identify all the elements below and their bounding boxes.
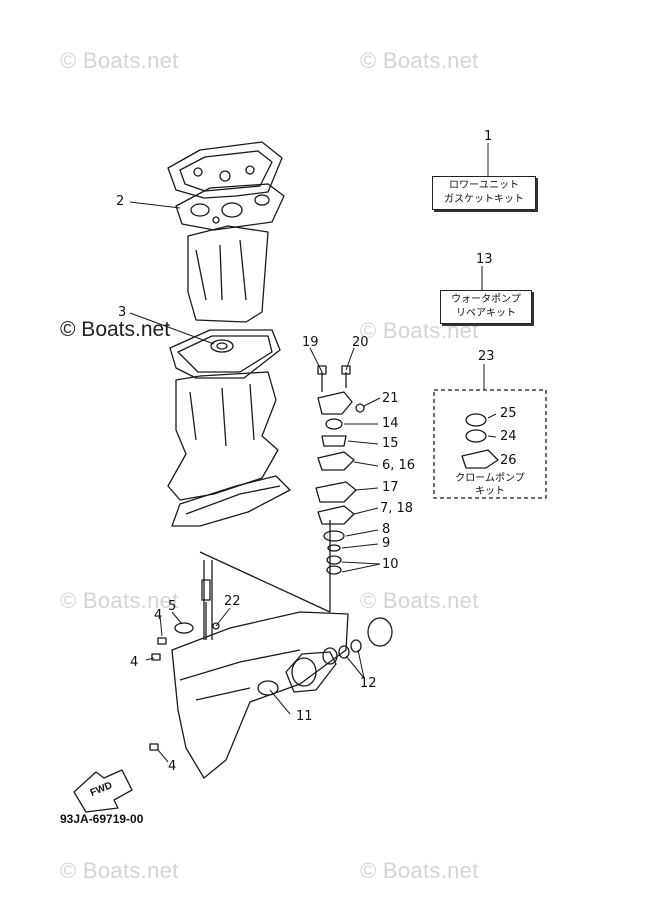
callout-23: 23 xyxy=(478,349,495,364)
fwd-arrow xyxy=(73,769,133,813)
callout-10: 10 xyxy=(382,557,399,572)
callout-20: 20 xyxy=(352,335,369,350)
leader-lines xyxy=(129,143,497,763)
callout-15: 15 xyxy=(382,436,399,451)
water-pump-kit-line1: ウォータポンプ xyxy=(451,294,521,305)
chrome-pump-kit-line2: キット xyxy=(475,486,505,497)
callout-13: 13 xyxy=(476,252,493,267)
callout-5: 5 xyxy=(168,599,177,614)
watermark: © Boats.net xyxy=(360,588,479,613)
watermark: © Boats.net xyxy=(60,48,179,73)
watermark: © Boats.net xyxy=(60,858,179,883)
watermark: © Boats.net xyxy=(360,48,479,73)
callout-26: 26 xyxy=(500,453,517,468)
watermark: © Boats.net xyxy=(360,858,479,883)
callout-17: 17 xyxy=(382,480,399,495)
watermark: © Boats.net xyxy=(60,588,179,613)
gear-case xyxy=(171,560,349,779)
chrome-pump-kit-box xyxy=(433,389,547,499)
callout-7-18: 7, 18 xyxy=(380,501,414,516)
callout-19: 19 xyxy=(302,335,319,350)
callout-8: 8 xyxy=(382,522,391,537)
callout-12: 12 xyxy=(360,676,377,691)
water-pump-stack xyxy=(315,365,365,575)
callout-6-16: 6, 16 xyxy=(382,458,416,473)
upper-gasket-plate xyxy=(167,141,283,199)
callout-21: 21 xyxy=(382,391,399,406)
callout-2: 2 xyxy=(116,194,125,209)
water-pump-kit-label: ウォータポンプ リペアキット xyxy=(440,290,532,324)
diagram-part-number: 93JA-69719-00 xyxy=(60,812,144,826)
gasket-kit-line2: ガスケットキット xyxy=(444,194,524,205)
casing-gasket-frame xyxy=(169,329,281,379)
upper-casing xyxy=(187,225,269,323)
seal-3 xyxy=(210,339,234,353)
chrome-pump-kit-label: クロームポンプ キット xyxy=(440,472,540,498)
gasket-kit-label: ロワーユニット ガスケットキット xyxy=(432,176,536,210)
chrome-pump-parts xyxy=(461,413,499,469)
water-pump-kit-line2: リペアキット xyxy=(456,308,516,319)
callout-14: 14 xyxy=(382,416,399,431)
callout-9: 9 xyxy=(382,536,391,551)
gasket-2 xyxy=(175,183,285,231)
chrome-pump-kit-line1: クロームポンプ xyxy=(455,473,525,484)
callout-1: 1 xyxy=(484,129,493,144)
lower-casing xyxy=(167,371,291,527)
gasket-kit-line1: ロワーユニット xyxy=(449,180,519,191)
callout-3: 3 xyxy=(118,305,127,320)
callout-25: 25 xyxy=(500,406,517,421)
callout-24: 24 xyxy=(500,429,517,444)
bolts xyxy=(149,622,220,751)
watermark-dark: © Boats.net xyxy=(60,318,171,341)
callout-22: 22 xyxy=(224,594,241,609)
callout-4: 4 xyxy=(168,759,177,774)
callout-4: 4 xyxy=(154,608,163,623)
callout-11: 11 xyxy=(296,709,313,724)
callout-4: 4 xyxy=(130,655,139,670)
propshaft-housing-parts xyxy=(257,617,393,696)
